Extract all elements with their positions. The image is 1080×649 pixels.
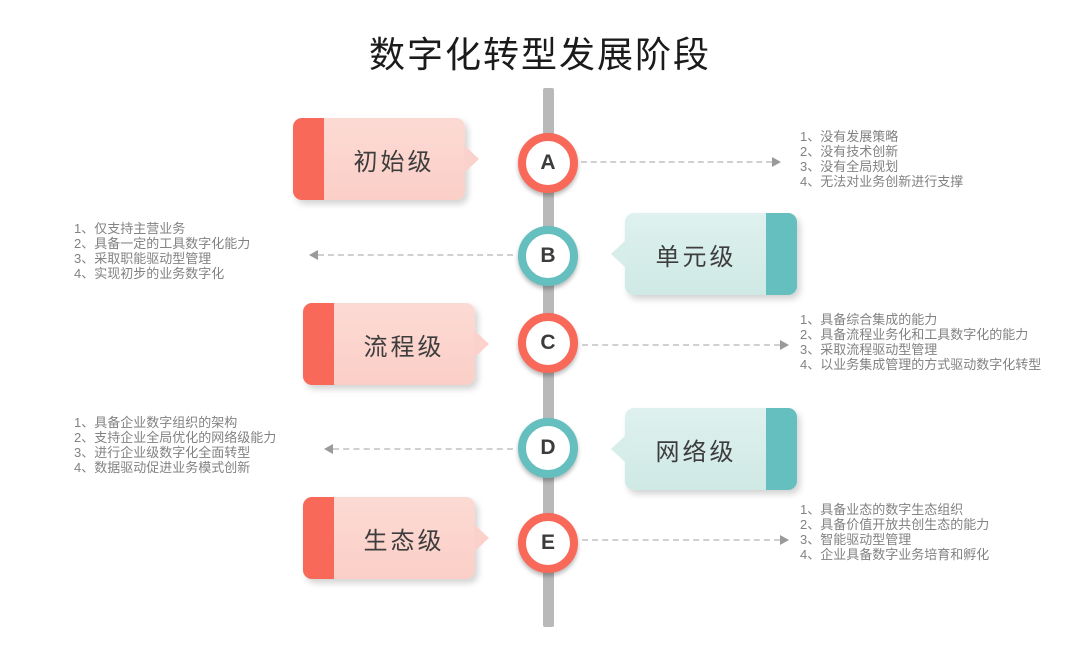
stage-e-label: 生态级	[363, 527, 445, 555]
bubble-accent-strip	[293, 118, 324, 200]
bubble-pointer-icon	[611, 435, 626, 463]
stage-c-points: 1、具备综合集成的能力 2、具备流程业务化和工具数字化的能力 3、采取流程驱动型…	[800, 312, 1041, 372]
stage-c-node: C	[518, 313, 578, 373]
stage-d-point-4: 4、数据驱动促进业务模式创新	[74, 460, 251, 475]
stage-e-point-2: 2、具备价值开放共创生态的能力	[800, 517, 990, 532]
arrowhead-left-icon	[309, 250, 318, 260]
stage-c-label: 流程级	[363, 333, 445, 361]
bubble-accent-strip	[303, 303, 334, 385]
bubble-accent-strip	[303, 497, 334, 579]
arrowhead-right-icon	[780, 535, 789, 545]
stage-b-point-2: 2、具备一定的工具数字化能力	[74, 236, 251, 251]
bubble-accent-strip	[766, 213, 797, 295]
stage-b-label: 单元级	[655, 243, 737, 271]
bubble-pointer-icon	[474, 524, 489, 552]
stage-d-letter: D	[540, 436, 556, 459]
stage-d-connector	[324, 444, 513, 454]
diagram-title: 数字化转型发展阶段	[368, 35, 711, 76]
stage-c-point-4: 4、以业务集成管理的方式驱动数字化转型	[800, 357, 1042, 372]
stage-a-node: A	[518, 133, 578, 193]
stage-b-point-3: 3、采取职能驱动型管理	[74, 251, 212, 266]
stage-a-point-3: 3、没有全局规划	[800, 159, 899, 174]
bubble-pointer-icon	[464, 145, 479, 173]
stage-d-node: D	[518, 418, 578, 478]
stage-c-point-3: 3、采取流程驱动型管理	[800, 342, 938, 357]
stage-a-point-2: 2、没有技术创新	[800, 144, 899, 159]
stage-b-node: B	[518, 226, 578, 286]
stage-e-point-4: 4、企业具备数字业务培育和孵化	[800, 547, 990, 562]
stage-a-label: 初始级	[353, 148, 435, 176]
stage-e-node: E	[518, 513, 578, 573]
stage-e-point-3: 3、智能驱动型管理	[800, 532, 912, 547]
stage-a-point-1: 1、没有发展策略	[800, 129, 899, 144]
arrowhead-right-icon	[772, 157, 781, 167]
stage-c-letter: C	[540, 331, 556, 354]
stage-d-point-3: 3、进行企业级数字化全面转型	[74, 445, 251, 460]
arrowhead-left-icon	[324, 444, 333, 454]
stage-a-points: 1、没有发展策略 2、没有技术创新 3、没有全局规划 4、无法对业务创新进行支撑	[800, 129, 963, 189]
stage-a-connector	[581, 157, 781, 167]
bubble-pointer-icon	[474, 330, 489, 358]
stage-e-connector	[582, 535, 789, 545]
stage-c-label-bubble: 流程级	[303, 303, 489, 385]
stage-d-point-2: 2、支持企业全局优化的网络级能力	[74, 430, 277, 445]
stage-d-point-1: 1、具备企业数字组织的架构	[74, 415, 238, 430]
stage-e-points: 1、具备业态的数字生态组织 2、具备价值开放共创生态的能力 3、智能驱动型管理 …	[800, 502, 989, 562]
stage-e-label-bubble: 生态级	[303, 497, 489, 579]
stage-e-point-1: 1、具备业态的数字生态组织	[800, 502, 964, 517]
bubble-accent-strip	[766, 408, 797, 490]
stage-b-connector	[309, 250, 513, 260]
stage-c-connector	[582, 340, 789, 350]
stage-b-letter: B	[540, 244, 556, 267]
stage-d-label-bubble: 网络级	[611, 408, 797, 490]
stage-d-label: 网络级	[655, 438, 737, 466]
stage-b-point-4: 4、实现初步的业务数字化	[74, 266, 225, 281]
stage-d-points: 1、具备企业数字组织的架构 2、支持企业全局优化的网络级能力 3、进行企业级数字…	[74, 415, 276, 475]
stage-c-point-2: 2、具备流程业务化和工具数字化的能力	[800, 327, 1029, 342]
stage-a-label-bubble: 初始级	[293, 118, 479, 200]
stage-b-label-bubble: 单元级	[611, 213, 797, 295]
stage-e-letter: E	[540, 531, 555, 554]
bubble-pointer-icon	[611, 240, 626, 268]
stage-c-point-1: 1、具备综合集成的能力	[800, 312, 938, 327]
stage-b-point-1: 1、仅支持主营业务	[74, 221, 186, 236]
arrowhead-right-icon	[780, 340, 789, 350]
stage-b-points: 1、仅支持主营业务 2、具备一定的工具数字化能力 3、采取职能驱动型管理 4、实…	[74, 221, 250, 281]
stage-a-point-4: 4、无法对业务创新进行支撑	[800, 174, 964, 189]
stage-a-letter: A	[540, 151, 556, 174]
